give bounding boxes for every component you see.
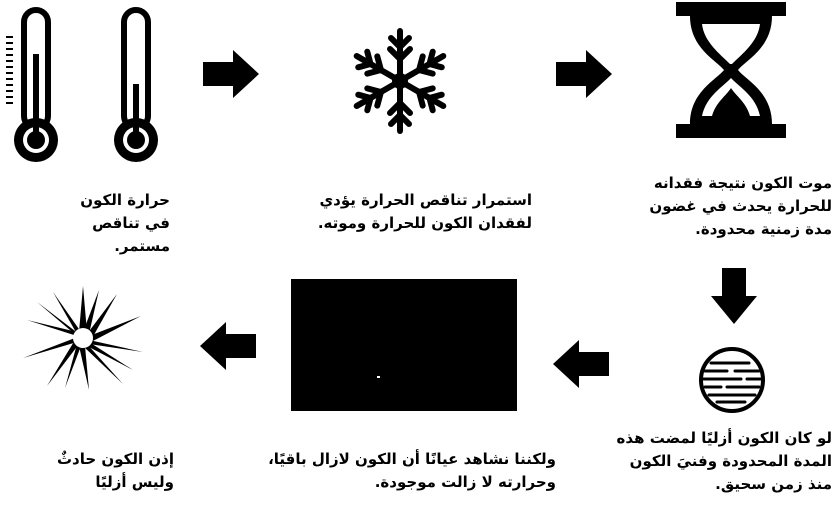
snowflake-icon: [350, 26, 450, 136]
caption-thermometers: حرارة الكون في تناقص مستمر.: [80, 191, 170, 255]
hourglass-icon: [676, 2, 786, 138]
thermometer-right-icon: [106, 6, 166, 166]
caption-dark-box: ولكننا نشاهد عيانًا أن الكون لازال باقيً…: [268, 450, 556, 491]
arrow-left-icon: [553, 340, 609, 388]
caption-hourglass: موت الكون نتيجة فقدانه للحرارة يحدث في غ…: [649, 174, 832, 238]
arrow-right-icon: [203, 50, 259, 98]
arrow-down-icon: [711, 268, 757, 324]
thermometer-left-icon: [4, 6, 66, 166]
arrow-right-icon: [556, 50, 612, 98]
explosion-icon: [21, 286, 145, 390]
dark-universe-box: [291, 279, 517, 411]
planet-icon: [697, 345, 767, 415]
caption-universe: لو كان الكون أزليًا لمضت هذه المدة المحد…: [616, 429, 832, 493]
star-dot: [377, 376, 380, 378]
arrow-left-icon: [200, 322, 256, 370]
caption-explosion: إذن الكون حادثٌ وليس أزليًا: [56, 450, 174, 491]
caption-snowflake: استمرار تناقص الحرارة يؤدي لفقدان الكون …: [317, 191, 532, 232]
